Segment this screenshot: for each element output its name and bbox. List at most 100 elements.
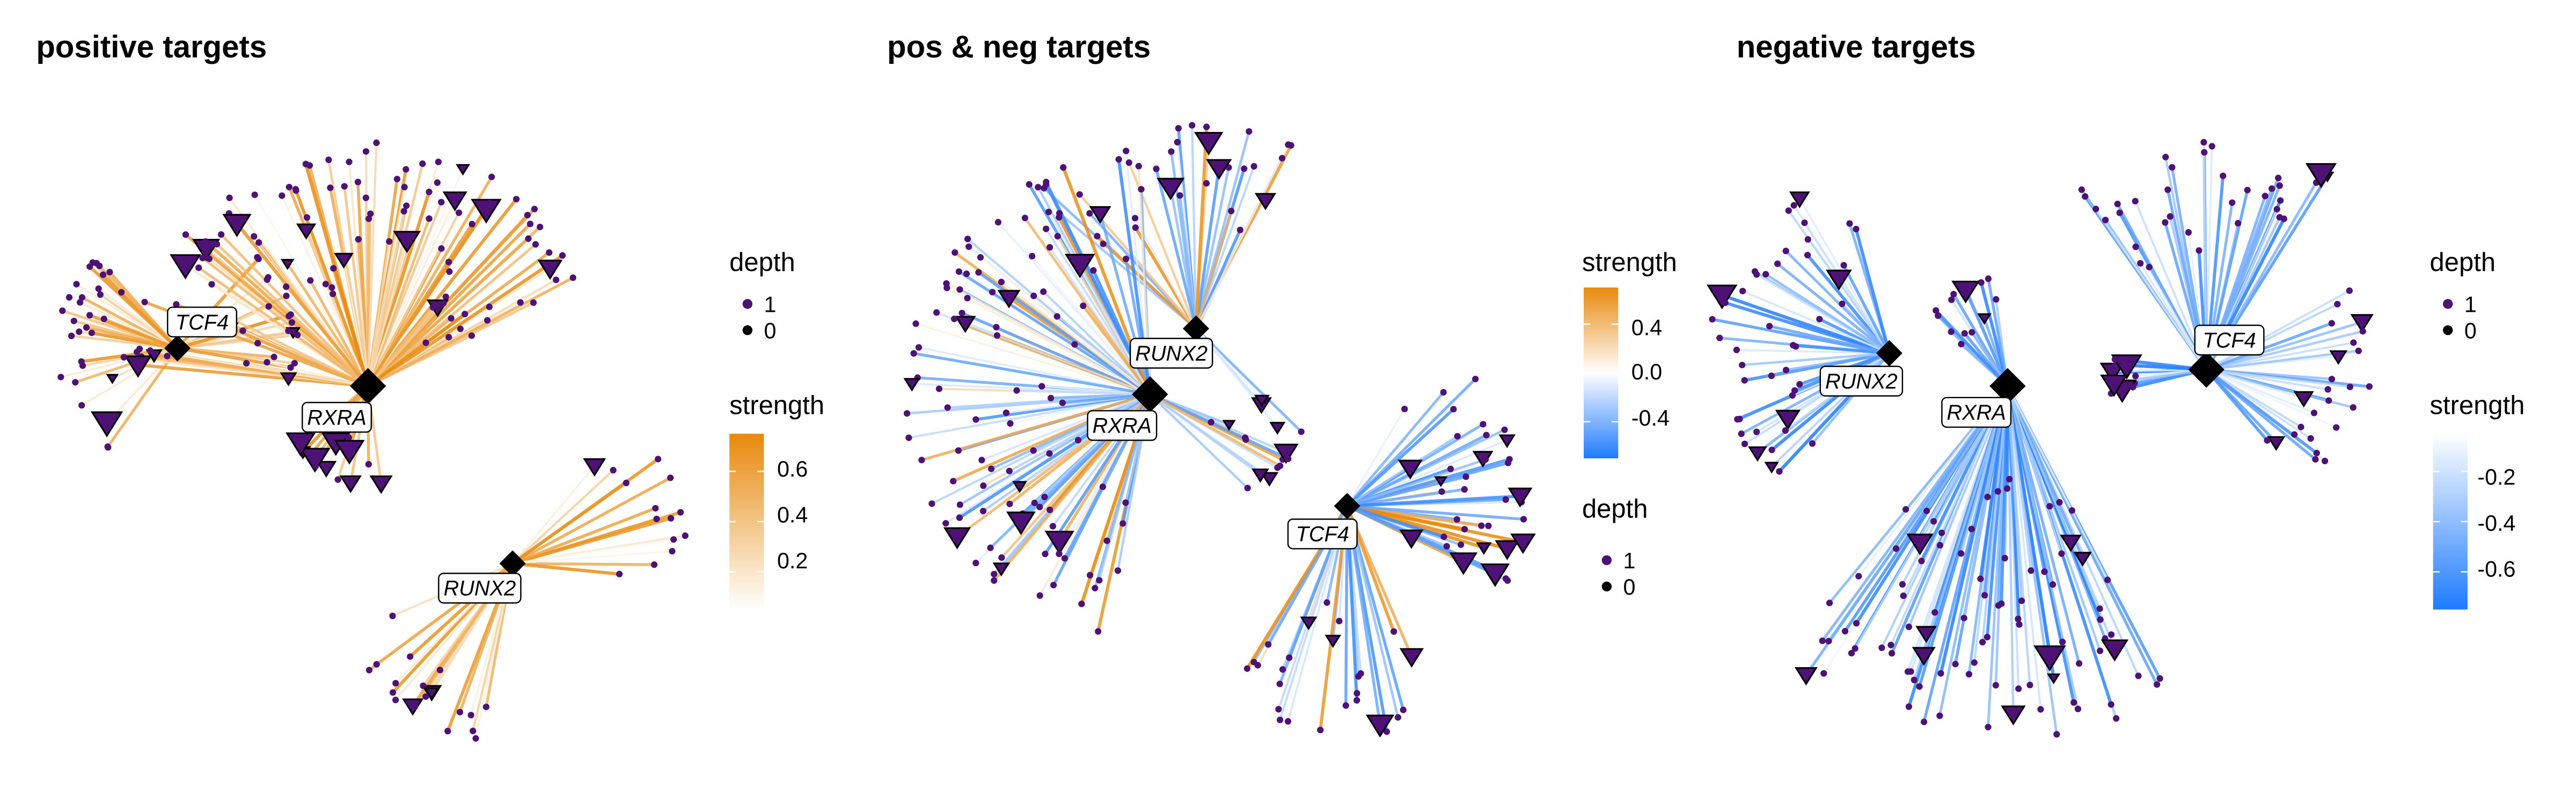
target-node	[1046, 506, 1053, 514]
target-node-triangle	[943, 527, 971, 550]
hub-node-tcf4	[164, 335, 191, 362]
target-node	[1734, 416, 1741, 423]
target-node	[1948, 328, 1955, 335]
target-node	[559, 252, 566, 259]
target-node	[1317, 727, 1324, 734]
target-node	[444, 728, 451, 735]
target-node	[367, 210, 374, 217]
edge	[512, 561, 620, 576]
legend-tick: -0.4	[2477, 511, 2515, 536]
edge	[511, 457, 659, 565]
target-node-triangle	[1260, 472, 1279, 487]
target-node-triangle	[1064, 254, 1095, 279]
target-node	[1030, 447, 1037, 454]
target-node	[1984, 634, 1991, 641]
target-node	[1968, 525, 1975, 532]
target-node	[1047, 394, 1055, 401]
target-node-triangle	[1498, 434, 1516, 448]
target-node	[2075, 660, 2083, 667]
target-node	[1114, 567, 1122, 574]
target-node	[1462, 473, 1469, 480]
target-node	[994, 218, 1002, 226]
target-node	[208, 281, 215, 288]
target-node	[327, 184, 334, 192]
target-node	[1100, 240, 1107, 247]
target-node	[616, 570, 623, 577]
target-node-triangle	[1915, 626, 1937, 643]
target-node	[1046, 244, 1053, 251]
hub-label-rxra: RXRA	[1946, 401, 2006, 425]
target-node-triangle	[334, 440, 365, 465]
edge	[309, 280, 369, 387]
target-node	[1478, 522, 1485, 529]
target-node	[96, 262, 103, 269]
target-node	[1482, 456, 1489, 463]
target-node	[1275, 706, 1282, 713]
target-node	[486, 303, 493, 310]
target-node	[610, 467, 617, 474]
target-node	[2264, 437, 2271, 444]
target-node-triangle	[2047, 673, 2061, 685]
target-node	[1826, 599, 1833, 606]
target-node	[434, 179, 441, 186]
target-node-triangle	[1495, 540, 1520, 560]
target-node	[2273, 206, 2280, 213]
target-node	[419, 160, 426, 167]
target-node	[2015, 616, 2022, 623]
edge	[367, 241, 391, 386]
target-node	[99, 271, 107, 278]
target-node	[1958, 341, 1965, 348]
target-node	[469, 221, 475, 228]
target-node	[325, 156, 332, 163]
hub-label-rxra: RXRA	[307, 406, 367, 429]
target-node	[1935, 312, 1942, 319]
target-node	[2001, 554, 2008, 562]
target-node	[1038, 383, 1045, 390]
target-node	[1930, 518, 1937, 525]
target-node	[2016, 621, 2023, 628]
target-node	[2018, 597, 2025, 604]
target-node	[1825, 638, 1832, 645]
target-node	[1078, 601, 1085, 608]
target-node	[2310, 409, 2318, 416]
target-node-triangle	[2001, 705, 2026, 726]
edge	[216, 310, 369, 387]
target-node	[1848, 649, 1855, 657]
legend-depth0-label: 0	[2464, 319, 2477, 343]
target-node	[569, 274, 576, 281]
target-node-triangle	[222, 214, 252, 237]
hub-node-rxra	[350, 368, 386, 405]
target-node	[2037, 706, 2044, 713]
target-node	[2042, 647, 2049, 654]
target-node-triangle	[124, 355, 152, 378]
target-node	[1782, 367, 1790, 374]
target-node	[2074, 705, 2082, 713]
target-node	[345, 434, 353, 441]
hub-label-runx2: RUNX2	[1825, 370, 1898, 393]
target-node	[1931, 609, 1938, 616]
target-node	[330, 290, 336, 297]
target-node	[2107, 631, 2115, 638]
target-node-triangle	[1449, 552, 1478, 575]
edge	[75, 347, 178, 384]
target-node-triangle	[1324, 634, 1342, 648]
target-node-triangle	[2293, 391, 2314, 408]
target-node	[1119, 520, 1126, 527]
hub-label-runx2: RUNX2	[1135, 342, 1208, 365]
target-node	[341, 183, 348, 190]
edge	[2006, 386, 2042, 709]
target-node	[2185, 229, 2192, 236]
edge	[1346, 434, 1487, 508]
target-node	[1753, 428, 1760, 435]
target-node	[141, 298, 148, 305]
target-node	[1900, 592, 1907, 599]
edge	[512, 550, 672, 565]
target-node	[307, 277, 314, 284]
target-node	[1733, 346, 1740, 354]
target-node	[1716, 334, 1723, 341]
target-node	[1789, 392, 1796, 399]
target-node	[928, 500, 935, 507]
target-node	[68, 332, 75, 340]
target-node	[270, 354, 277, 361]
